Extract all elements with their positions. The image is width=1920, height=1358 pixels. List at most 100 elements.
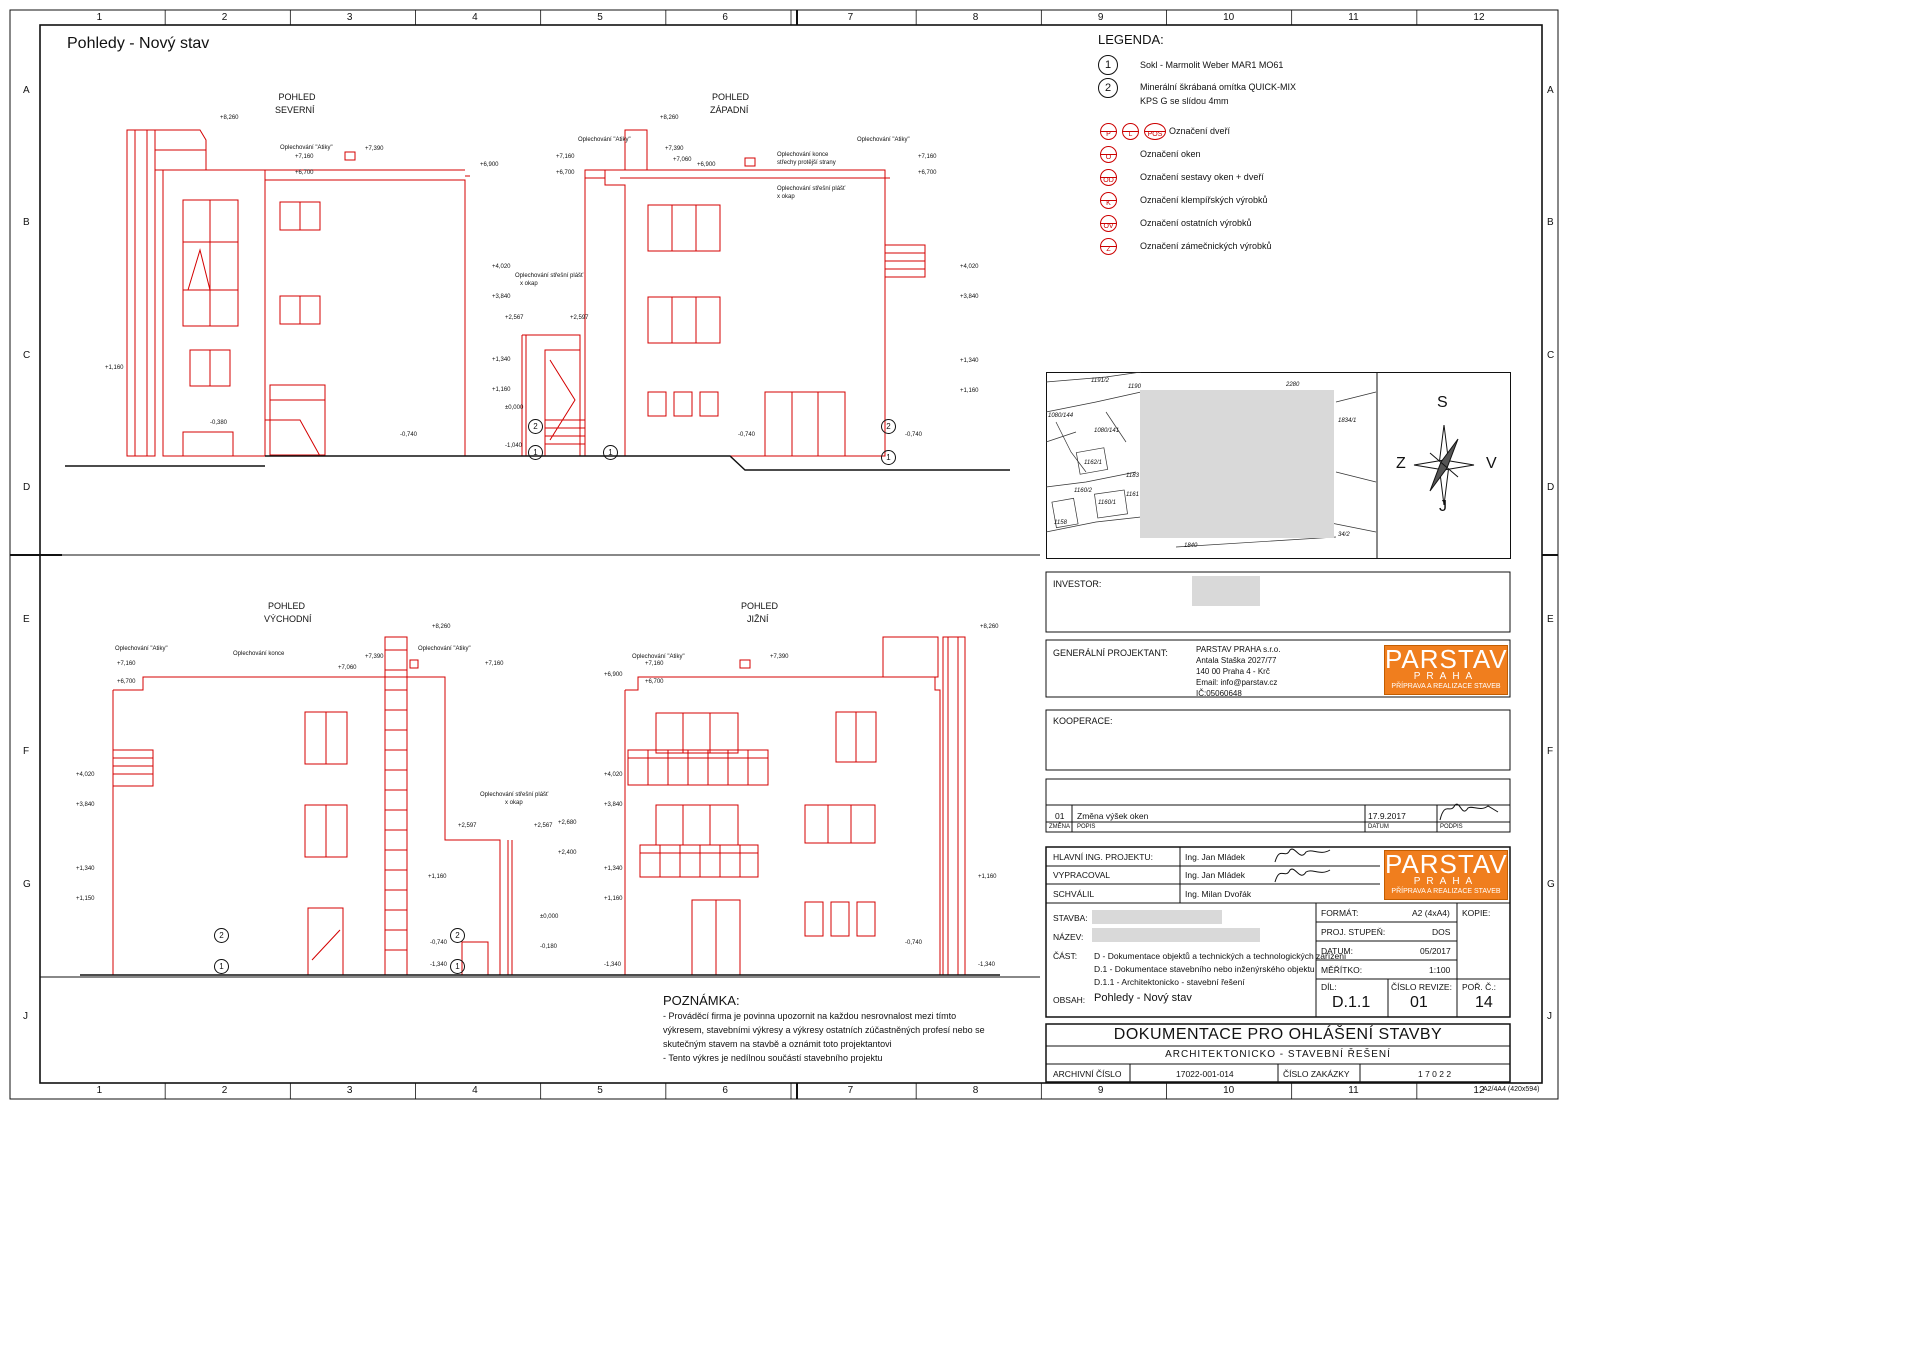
- parcel-label: 1080/144: [1048, 413, 1074, 419]
- role-prepared-by: VYPRACOVAL: [1053, 870, 1111, 880]
- grid-column-label: 11: [1348, 12, 1359, 23]
- level-mark: +4,020: [960, 264, 979, 270]
- level-mark: -0,740: [430, 940, 448, 946]
- level-mark: +2,567: [505, 315, 524, 321]
- grid-column-label: 4: [472, 12, 478, 23]
- level-mark: +7,390: [365, 654, 384, 660]
- legend-symbol-1: 1: [1098, 55, 1118, 75]
- name-approved-by: Ing. Milan Dvořák: [1185, 889, 1252, 899]
- material-marker: 1: [450, 959, 465, 974]
- level-mark: ±0,000: [505, 405, 524, 411]
- annotation-atiky: Oplechování "Atiky": [418, 646, 471, 652]
- legend-title: LEGENDA:: [1098, 32, 1164, 47]
- legend-item-2: Minerální škrábaná omítka QUICK-MIX: [1140, 82, 1297, 92]
- scale-value: 1:100: [1429, 965, 1451, 975]
- annotation-plast-west: Oplechování střešní plášť: [777, 186, 846, 192]
- annotation-atiky: Oplechování "Atiky": [632, 654, 685, 660]
- parcel-label: 34/2: [1338, 532, 1350, 538]
- grid-column-label: 9: [1097, 12, 1104, 23]
- order-code-value: 1 7 0 2 2: [1418, 1069, 1452, 1079]
- scale-label: MĚŘÍTKO:: [1321, 965, 1363, 975]
- revision-number-label: ČÍSLO REVIZE:: [1391, 982, 1452, 992]
- compass-north: S: [1437, 394, 1448, 411]
- grid-row-label: A: [23, 85, 30, 97]
- grid-row-label: A: [1547, 85, 1554, 97]
- level-mark: +2,567: [534, 823, 553, 829]
- grid-column-label: 2: [221, 12, 228, 23]
- order-number-value: 14: [1475, 994, 1493, 1011]
- material-marker: 1: [881, 450, 896, 465]
- grid-column-label: 10: [1223, 12, 1235, 23]
- level-mark: +7,390: [770, 654, 789, 660]
- level-mark: +7,160: [645, 661, 664, 667]
- south-title-1: POHLED: [741, 601, 779, 611]
- annotation-atiky: Oplechování "Atiky": [578, 137, 631, 143]
- material-marker: 2: [881, 419, 896, 434]
- grid-row-label: B: [1547, 217, 1554, 229]
- logo-tagline: PŘÍPRAVA A REALIZACE STAVEB: [1391, 888, 1501, 895]
- compass-icon: [1413, 424, 1475, 506]
- grid-row-label: E: [1547, 614, 1554, 626]
- parcel-label: 1160/2: [1074, 488, 1093, 494]
- name-prepared-by: Ing. Jan Mládek: [1185, 870, 1246, 880]
- role-approved-by: SCHVÁLIL: [1053, 889, 1095, 899]
- archive-number-label: ARCHIVNÍ ČÍSLO: [1053, 1069, 1122, 1079]
- parcel-label: 1191/2: [1091, 378, 1110, 384]
- parcel-label: 1190: [1128, 384, 1142, 390]
- general-designer-label: GENERÁLNÍ PROJEKTANT:: [1053, 648, 1168, 658]
- level-mark: +1,160: [492, 387, 511, 393]
- sheet-title: Pohledy - Nový stav: [67, 35, 210, 52]
- parcel-label: 1840: [1184, 543, 1198, 549]
- stage-label: PROJ. STUPEŇ:: [1321, 927, 1386, 937]
- general-designer-line: PARSTAV PRAHA s.r.o.: [1196, 645, 1281, 654]
- annotation-plast-east-2: x okap: [505, 800, 523, 806]
- part-value: D.1.1: [1332, 994, 1371, 1011]
- level-mark: +8,260: [220, 115, 239, 121]
- grid-column-label: 9: [1097, 1085, 1104, 1096]
- level-mark: +7,160: [117, 661, 136, 667]
- grid-column-label: 8: [972, 12, 979, 23]
- level-mark: +4,020: [604, 772, 623, 778]
- level-mark: +1,160: [428, 874, 447, 880]
- annotation-plast-2: x okap: [520, 281, 538, 287]
- grid-column-label: 11: [1348, 1085, 1359, 1096]
- legend-item-2-line2: KPS G se slídou 4mm: [1140, 96, 1229, 106]
- grid-row-label: J: [1547, 1010, 1552, 1022]
- note-title: POZNÁMKA:: [663, 993, 740, 1008]
- level-mark: +1,160: [960, 388, 979, 394]
- general-designer-line: 140 00 Praha 4 - Krč: [1196, 667, 1270, 676]
- grid-row-label: C: [23, 349, 31, 361]
- locksmith-symbol: Z: [1100, 238, 1117, 255]
- compass-west: Z: [1396, 455, 1406, 472]
- level-mark: +4,020: [492, 264, 511, 270]
- grid-row-label: E: [23, 614, 30, 626]
- door-symbol-pos: POS: [1144, 123, 1166, 140]
- door-symbol-l: L: [1122, 123, 1139, 140]
- kooperace-label: KOOPERACE:: [1053, 716, 1113, 726]
- note-line: - Tento výkres je nedílnou součástí stav…: [663, 1053, 883, 1063]
- cast-line: D - Dokumentace objektů a technických a …: [1094, 951, 1347, 961]
- legend-doors: Označení dveří: [1169, 126, 1231, 136]
- drawing-frame: [9, 9, 1559, 1100]
- level-mark: ±0,000: [540, 914, 559, 920]
- logo-main-text: PARSTAV: [1385, 644, 1508, 674]
- annotation-atiky: Oplechování "Atiky": [280, 145, 333, 151]
- grid-column-label: 2: [221, 1085, 228, 1096]
- level-mark: -0,740: [905, 940, 923, 946]
- tinsmith-symbol: K: [1100, 192, 1117, 209]
- document-main-title: DOKUMENTACE PRO OHLÁŠENÍ STAVBY: [1113, 1026, 1443, 1043]
- parcel-label: 1161: [1126, 492, 1139, 498]
- level-mark: +1,160: [105, 365, 124, 371]
- grid-column-label: 6: [722, 12, 728, 23]
- grid-column-label: 6: [722, 1085, 728, 1096]
- parstav-logo-2: PARSTAV PRAHA PŘÍPRAVA A REALIZACE STAVE…: [1384, 850, 1508, 900]
- revision-description: Změna výšek oken: [1077, 811, 1149, 821]
- material-marker: 1: [214, 959, 229, 974]
- compass-south: J: [1439, 498, 1447, 515]
- south-title-2: JIŽNÍ: [747, 614, 769, 624]
- level-mark: +1,340: [604, 866, 623, 872]
- parcel-label: 1080/141: [1094, 428, 1119, 434]
- copy-label: KOPIE:: [1462, 908, 1491, 918]
- north-title-1: POHLED: [278, 92, 316, 102]
- east-title-2: VÝCHODNÍ: [264, 614, 312, 624]
